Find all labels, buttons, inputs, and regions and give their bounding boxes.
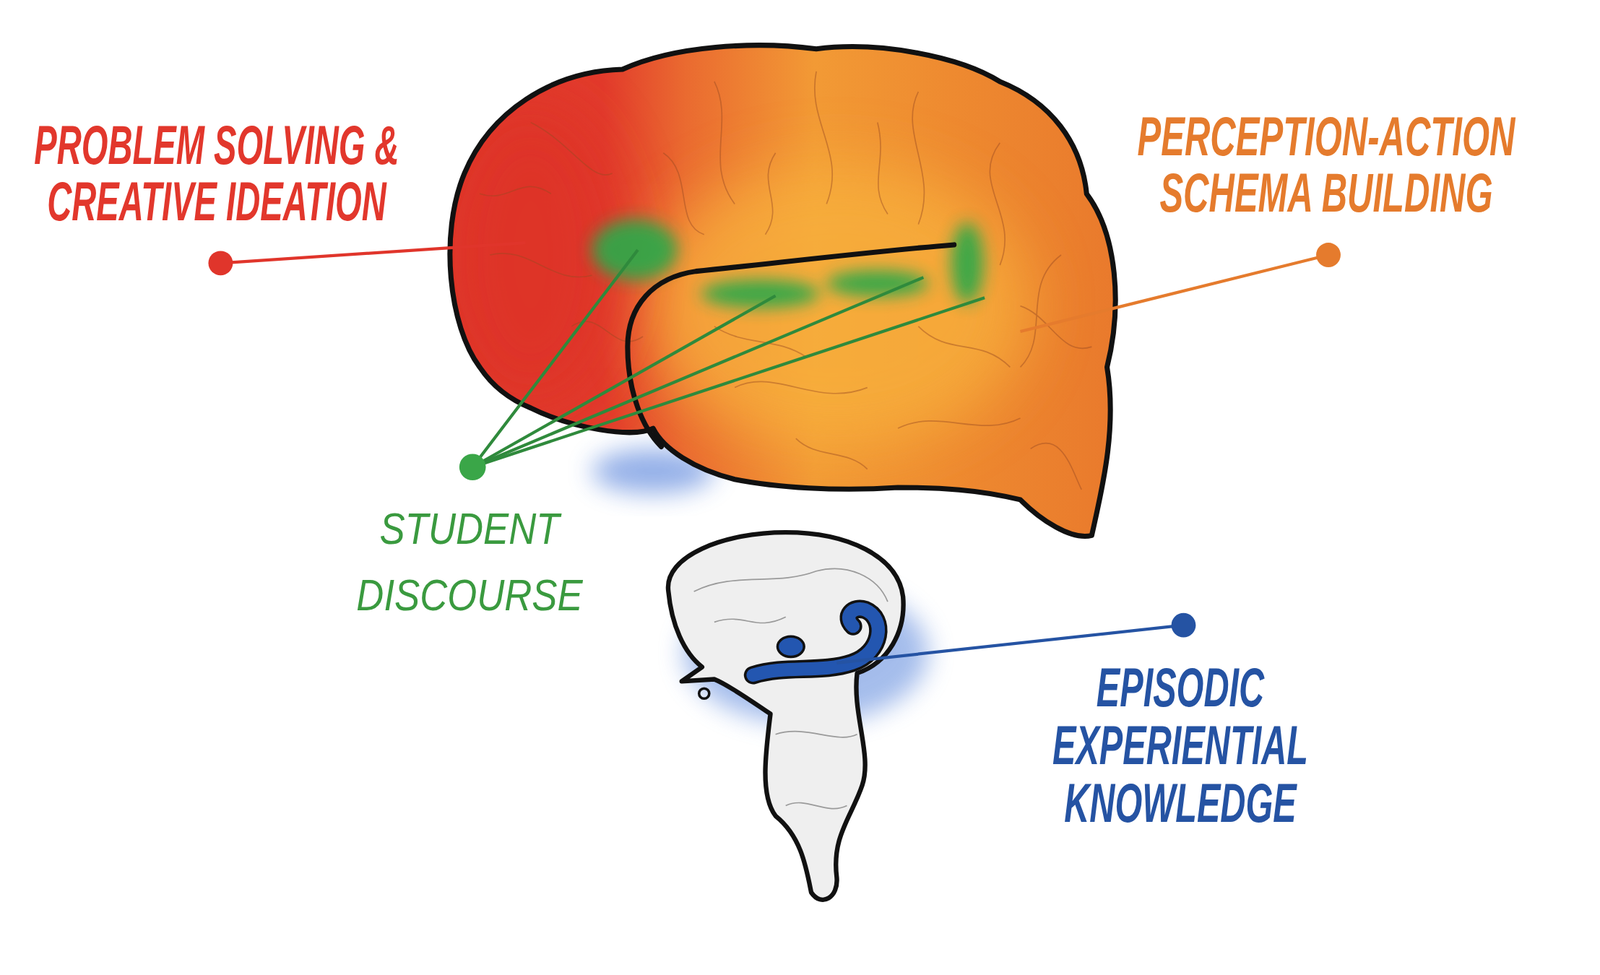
- leader-dot: [1316, 242, 1341, 268]
- leader-lines: [208, 242, 1340, 664]
- cerebrum-outline: [450, 45, 1116, 537]
- brainstem: [668, 532, 904, 901]
- cerebrum-shading: [439, 71, 1093, 490]
- region-label: PROBLEM SOLVING & CREATIVE IDEATION: [26, 117, 408, 230]
- leader-dot: [459, 453, 487, 481]
- brainstem-lines: [694, 568, 888, 809]
- region-label: PERCEPTION-ACTION SCHEMA BUILDING: [1128, 108, 1525, 222]
- temporal-lobe-outline: [627, 244, 955, 448]
- region-label: EPISODIC EXPERIENTIAL KNOWLEDGE: [1041, 658, 1320, 833]
- cerebrum: [439, 45, 1117, 537]
- hippocampus: [753, 608, 879, 676]
- leader-dot: [208, 250, 233, 276]
- brainstem-outline: [668, 532, 904, 901]
- region-label: STUDENT DISCOURSE: [340, 495, 599, 629]
- leader-line: [1020, 254, 1329, 332]
- leader-line: [836, 625, 1184, 664]
- leader-line: [472, 249, 985, 468]
- leader-dot: [1171, 613, 1197, 638]
- leader-line: [220, 242, 526, 263]
